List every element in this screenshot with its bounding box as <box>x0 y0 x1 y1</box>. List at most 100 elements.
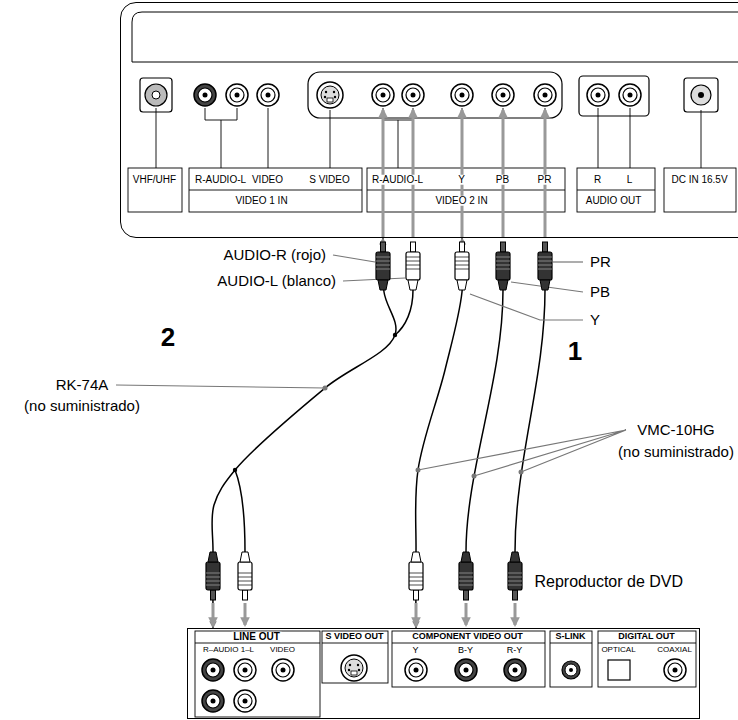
dvd-jacks <box>504 659 526 681</box>
tv-label-frames <box>128 168 182 212</box>
dvd-panel <box>598 631 696 687</box>
tv-jacks <box>451 84 473 106</box>
insertion-arrows <box>415 603 418 625</box>
cable-junctions <box>233 333 397 472</box>
cable-junctions <box>233 468 237 472</box>
cable-note: (no suministrado) <box>616 444 736 460</box>
cable-wires <box>515 290 545 552</box>
cable-junctions <box>393 333 397 337</box>
leader-lines <box>116 255 626 476</box>
tv-jacks <box>587 84 609 106</box>
leader-lines <box>553 261 583 262</box>
dvd-jacks <box>562 661 580 679</box>
cable-label: AUDIO-R (rojo) <box>221 247 328 263</box>
dvd-jacks <box>234 690 256 712</box>
jack-label: PR <box>536 174 554 185</box>
leader-lines <box>343 278 405 281</box>
jack-label: R <box>592 174 603 185</box>
jack-label: COAXIAL <box>655 645 694 653</box>
jack-label: S VIDEO OUT <box>323 632 385 641</box>
dvd-jacks <box>202 690 224 712</box>
jack-label: R-AUDIO-L <box>193 174 248 185</box>
tv-jacks <box>194 84 216 106</box>
leader-lines <box>418 430 626 476</box>
insertion-arrows <box>213 110 545 625</box>
dvd-plugs <box>206 552 220 600</box>
tv-jacks <box>372 84 394 106</box>
tv-label-frames <box>664 168 736 212</box>
cable-name: VMC-10HG <box>635 422 717 438</box>
jack-label: OPTICAL <box>599 645 637 653</box>
device-name: Reproductor de DVD <box>535 573 684 590</box>
cable-wire <box>212 238 396 628</box>
cable-wires <box>395 290 413 335</box>
tv-casing <box>132 12 738 62</box>
jack-label: COMPONENT VIDEO OUT <box>410 632 525 641</box>
dvd-panel <box>550 631 592 687</box>
jack-label: VHF/UHF <box>131 174 178 185</box>
jack-label: DIGITAL OUT <box>616 632 677 641</box>
dvd-jacks <box>202 659 224 681</box>
jack-label: R-Y <box>505 646 525 655</box>
jack-label: VIDEO 1 IN <box>233 195 289 206</box>
jack-label: VIDEO <box>268 645 297 653</box>
jack-label: Y <box>410 646 420 655</box>
tv-jacks <box>140 72 718 118</box>
cable-wires <box>235 290 545 552</box>
leader-dots <box>323 386 524 479</box>
dvd-player-panel: Reproductor de DVDLINE OUTR–AUDIO 1–LVID… <box>187 628 700 719</box>
dvd-plugs <box>409 552 423 600</box>
jack-label: LINE OUT <box>231 631 282 642</box>
tv-jacks <box>619 84 641 106</box>
tv-plugs <box>455 242 469 290</box>
dvd-plugs <box>508 552 522 600</box>
tv-jacks <box>402 84 424 106</box>
dvd-panel <box>195 643 696 644</box>
plug-label: Y <box>588 312 602 328</box>
tv-jacks <box>684 78 718 112</box>
tv-jacks <box>534 84 556 106</box>
tv-label-frames <box>156 108 701 168</box>
jack-label: R-AUDIO-L <box>370 174 425 185</box>
dvd-panel <box>322 631 388 683</box>
tv-plugs <box>376 242 552 290</box>
cable-wires <box>235 470 245 552</box>
tv-jacks <box>145 84 167 106</box>
insertion-arrows <box>514 603 517 625</box>
plug-label: PB <box>588 284 612 300</box>
tv-casing <box>132 12 738 62</box>
dvd-plugs <box>206 552 522 600</box>
tv-plugs <box>406 242 420 290</box>
cable-label: AUDIO-L (blanco) <box>215 273 338 289</box>
tv-label-frames <box>128 108 736 212</box>
dvd-plugs <box>238 552 252 600</box>
jack-label: AUDIO OUT <box>584 195 644 206</box>
dvd-jacks <box>608 660 630 680</box>
tv-plugs <box>496 242 510 290</box>
tv-jacks <box>579 76 649 116</box>
dvd-jacks <box>202 655 686 712</box>
jack-label: PB <box>494 174 511 185</box>
dvd-jacks <box>455 659 477 681</box>
tv-casing <box>132 62 738 63</box>
leader-dots <box>416 468 421 473</box>
insertion-arrows <box>244 603 247 625</box>
dvd-panel <box>195 631 320 717</box>
dvd-jacks <box>272 659 294 681</box>
insertion-arrows <box>465 603 468 625</box>
tv-jacks <box>691 85 711 105</box>
dvd-jacks <box>234 659 256 681</box>
tv-rear-panel: VHF/UHFR-AUDIO-LVIDEOS VIDEOVIDEO 1 INR-… <box>120 2 738 238</box>
jack-label: S-LINK <box>554 632 588 641</box>
jack-label: L <box>625 174 635 185</box>
dvd-jacks <box>405 659 427 681</box>
dvd-jacks <box>341 655 367 681</box>
tv-jacks <box>492 84 514 106</box>
plug-label: PR <box>588 254 613 270</box>
tv-label-frames <box>189 190 655 191</box>
jack-label: DC IN 16.5V <box>669 174 729 185</box>
tv-plugs <box>538 242 552 290</box>
